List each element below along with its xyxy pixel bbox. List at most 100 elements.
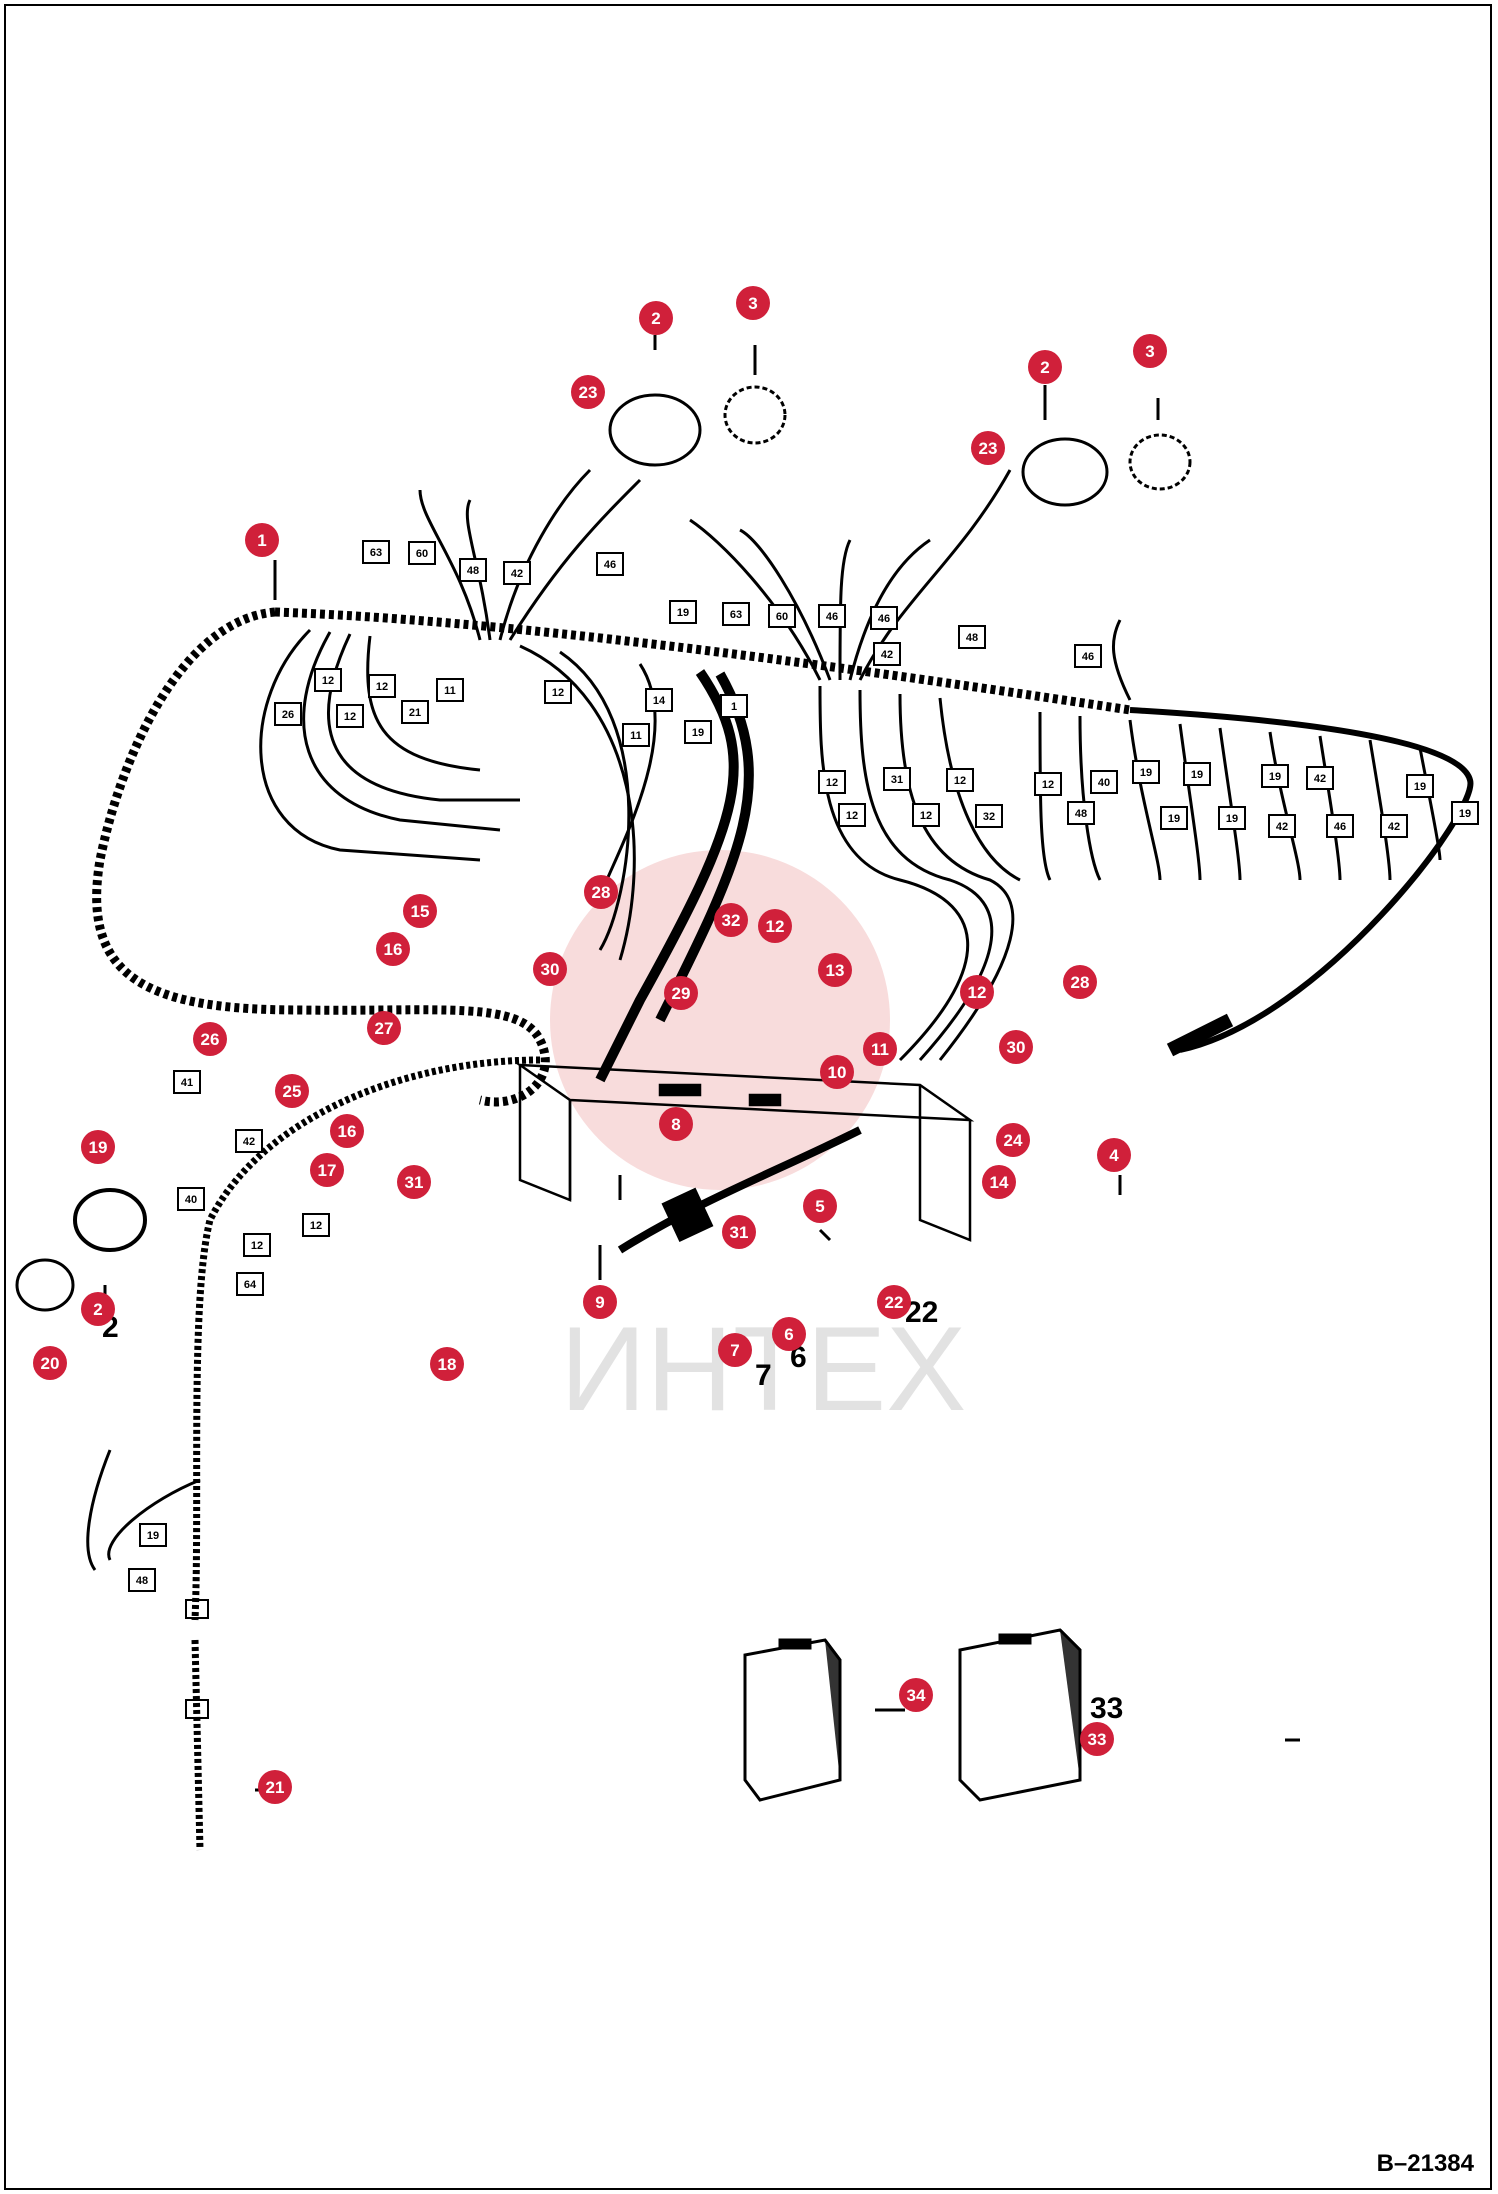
callout-9[interactable]: 9 <box>583 1285 617 1319</box>
wire-tag: 46 <box>1326 814 1354 838</box>
callout-marker <box>430 1347 464 1381</box>
callout-marker <box>571 375 605 409</box>
callout-21[interactable]: 21 <box>258 1770 292 1804</box>
callout-label: 3 <box>1145 342 1154 361</box>
callout-2[interactable]: 2 <box>81 1292 115 1326</box>
callout-32[interactable]: 32 <box>714 903 748 937</box>
wire-tag-box <box>1067 801 1095 825</box>
callout-29[interactable]: 29 <box>664 976 698 1010</box>
callout-6[interactable]: 6 <box>772 1317 806 1351</box>
wire-tag-box <box>503 561 531 585</box>
wire-tag: 19 <box>684 720 712 744</box>
wire-tag: 19 <box>669 600 697 624</box>
callout-34[interactable]: 34 <box>899 1678 933 1712</box>
wire-tag-box <box>975 804 1003 828</box>
callout-12[interactable]: 12 <box>758 909 792 943</box>
callout-31[interactable]: 31 <box>397 1165 431 1199</box>
callout-14[interactable]: 14 <box>982 1165 1016 1199</box>
wire-tag-label: 48 <box>136 1575 148 1587</box>
wire-tag: 19 <box>1160 806 1188 830</box>
wire-tag-box <box>1090 770 1118 794</box>
wire-tag: 42 <box>235 1129 263 1153</box>
wire-tag-label: 60 <box>776 611 788 623</box>
callout-marker <box>533 952 567 986</box>
callout-2[interactable]: 2 <box>1028 350 1062 384</box>
callout-10[interactable]: 10 <box>820 1055 854 1089</box>
callout-marker <box>960 975 994 1009</box>
wire-tag-label: 12 <box>954 775 966 787</box>
callout-2[interactable]: 2 <box>639 301 673 335</box>
wire-tag: 46 <box>1074 644 1102 668</box>
wire-tag: 12 <box>336 704 364 728</box>
callout-13[interactable]: 13 <box>818 953 852 987</box>
callout-3[interactable]: 3 <box>736 286 770 320</box>
callout-33[interactable]: 33 <box>1080 1722 1114 1756</box>
light-lens-rear <box>15 1258 75 1312</box>
callout-24[interactable]: 24 <box>996 1123 1030 1157</box>
callout-28[interactable]: 28 <box>584 875 618 909</box>
callout-30[interactable]: 30 <box>533 952 567 986</box>
callout-label: 27 <box>375 1019 394 1038</box>
wire-tag-label: 19 <box>1140 767 1152 779</box>
callout-label: 2 <box>651 309 660 328</box>
callout-marker <box>803 1189 837 1223</box>
callout-8[interactable]: 8 <box>659 1107 693 1141</box>
wire-tag-label: 12 <box>322 675 334 687</box>
wire-tag-box <box>1326 814 1354 838</box>
callout-12[interactable]: 12 <box>960 975 994 1009</box>
callout-11[interactable]: 11 <box>863 1032 897 1066</box>
light-housing-rear <box>73 1188 147 1252</box>
callout-label: 5 <box>815 1197 824 1216</box>
callout-25[interactable]: 25 <box>275 1074 309 1108</box>
callout-label: 21 <box>266 1778 285 1797</box>
callout-17[interactable]: 17 <box>310 1153 344 1187</box>
callout-4[interactable]: 4 <box>1097 1138 1131 1172</box>
wire-tag: 19 <box>1451 801 1479 825</box>
callout-26[interactable]: 26 <box>193 1022 227 1056</box>
side-number-33: 33 <box>1090 1692 1123 1725</box>
wire-tag-label: 32 <box>983 811 995 823</box>
wire-tag: 19 <box>1261 764 1289 788</box>
light-lens-right <box>1128 433 1192 491</box>
callout-label: 2 <box>93 1300 102 1319</box>
callout-label: 12 <box>968 983 987 1002</box>
wire-tag-box <box>314 668 342 692</box>
callout-23[interactable]: 23 <box>971 431 1005 465</box>
wire-tag-label: 19 <box>1226 813 1238 825</box>
callout-30[interactable]: 30 <box>999 1030 1033 1064</box>
callout-label: 23 <box>979 439 998 458</box>
callout-20[interactable]: 20 <box>33 1346 67 1380</box>
wire-tag-label: 46 <box>1334 821 1346 833</box>
wire-tag-box <box>1380 814 1408 838</box>
wire-tag-box <box>838 803 866 827</box>
wire-tag-box <box>883 767 911 791</box>
wire-tag: 19 <box>1406 774 1434 798</box>
wire-tag-label: 11 <box>444 685 456 697</box>
wire-tag: 48 <box>1067 801 1095 825</box>
wire-tag: 32 <box>975 804 1003 828</box>
wire-tag-box <box>1268 814 1296 838</box>
callout-1[interactable]: 1 <box>245 523 279 557</box>
callout-31[interactable]: 31 <box>722 1215 756 1249</box>
callout-28[interactable]: 28 <box>1063 965 1097 999</box>
callout-23[interactable]: 23 <box>571 375 605 409</box>
wire-tag-label: 12 <box>344 711 356 723</box>
wire-tag-label: 14 <box>653 695 666 707</box>
callout-16[interactable]: 16 <box>330 1114 364 1148</box>
wire-tag-label: 40 <box>1098 777 1110 789</box>
wire-tag-box <box>173 1070 201 1094</box>
callout-marker <box>1133 334 1167 368</box>
callout-22[interactable]: 22 <box>877 1285 911 1319</box>
wire-tag-label: 48 <box>966 632 978 644</box>
callout-15[interactable]: 15 <box>403 894 437 928</box>
callout-7[interactable]: 7 <box>718 1333 752 1367</box>
callout-label: 26 <box>201 1030 220 1049</box>
callout-5[interactable]: 5 <box>803 1189 837 1223</box>
relay-34 <box>743 1638 842 1802</box>
callout-16[interactable]: 16 <box>376 932 410 966</box>
callout-19[interactable]: 19 <box>81 1130 115 1164</box>
callout-27[interactable]: 27 <box>367 1011 401 1045</box>
callout-3[interactable]: 3 <box>1133 334 1167 368</box>
callout-label: 33 <box>1088 1730 1107 1749</box>
callout-18[interactable]: 18 <box>430 1347 464 1381</box>
